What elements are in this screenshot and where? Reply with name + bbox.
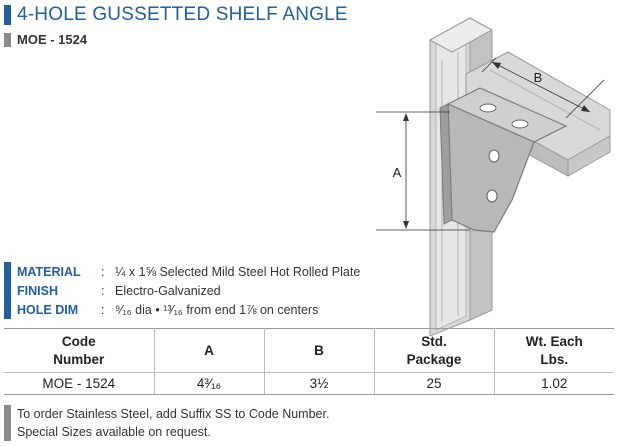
page-title: 4-HOLE GUSSETTED SHELF ANGLE <box>17 4 348 25</box>
spec-colon: : <box>101 264 105 279</box>
table-row: MOE - 1524 4³⁄₁₆ 3½ 25 1.02 <box>4 372 614 395</box>
spec-label: FINISH <box>17 283 58 298</box>
spec-colon: : <box>101 283 105 298</box>
gusset-bracket <box>439 87 568 233</box>
ordering-notes: To order Stainless Steel, add Suffix SS … <box>4 405 329 441</box>
note-stainless: To order Stainless Steel, add Suffix SS … <box>17 407 330 421</box>
dimension-a-label: A <box>393 165 402 180</box>
dimension-a: A <box>376 111 470 231</box>
spec-colon: : <box>101 302 105 317</box>
spec-accent-bar <box>4 281 11 300</box>
title-bar: 4-HOLE GUSSETTED SHELF ANGLE <box>4 4 348 26</box>
shelf-angle-drawing: A B <box>376 17 611 336</box>
header-b: B <box>263 328 374 373</box>
header-a: A <box>153 328 264 373</box>
spec-label: MATERIAL <box>17 264 81 279</box>
spec-row-finish: FINISH : Electro-Galvanized <box>4 281 360 300</box>
title-accent-bar <box>4 5 11 25</box>
part-code-bar: MOE - 1524 <box>4 32 87 48</box>
spec-list: MATERIAL : ¼ x 1⅝ Selected Mild Steel Ho… <box>4 262 360 319</box>
dimension-b-label: B <box>534 70 543 85</box>
cell-std-package: 25 <box>373 372 494 395</box>
cell-b: 3½ <box>263 372 374 395</box>
part-code-accent-bar <box>4 33 11 47</box>
note-special-sizes: Special Sizes available on request. <box>17 425 211 439</box>
spec-accent-bar <box>4 300 11 319</box>
cell-a: 4³⁄₁₆ <box>153 372 264 395</box>
spec-row-material: MATERIAL : ¼ x 1⅝ Selected Mild Steel Ho… <box>4 262 360 281</box>
spec-accent-bar <box>4 262 11 281</box>
dimension-b: B <box>481 57 605 119</box>
header-std-package: Std.Package <box>373 328 494 373</box>
part-code: MOE - 1524 <box>17 32 88 47</box>
spec-value: ¼ x 1⅝ Selected Mild Steel Hot Rolled Pl… <box>115 264 361 279</box>
notes-accent-bar <box>4 405 11 441</box>
cell-wt-each: 1.02 <box>493 372 614 395</box>
cell-code-number: MOE - 1524 <box>4 372 154 395</box>
spec-value: ⁹⁄₁₆ dia • ¹³⁄₁₆ from end 1⅞ on centers <box>115 302 319 317</box>
spec-label: HOLE DIM <box>17 302 79 317</box>
spec-row-hole-dim: HOLE DIM : ⁹⁄₁₆ dia • ¹³⁄₁₆ from end 1⅞ … <box>4 300 360 319</box>
spec-value: Electro-Galvanized <box>115 283 221 298</box>
